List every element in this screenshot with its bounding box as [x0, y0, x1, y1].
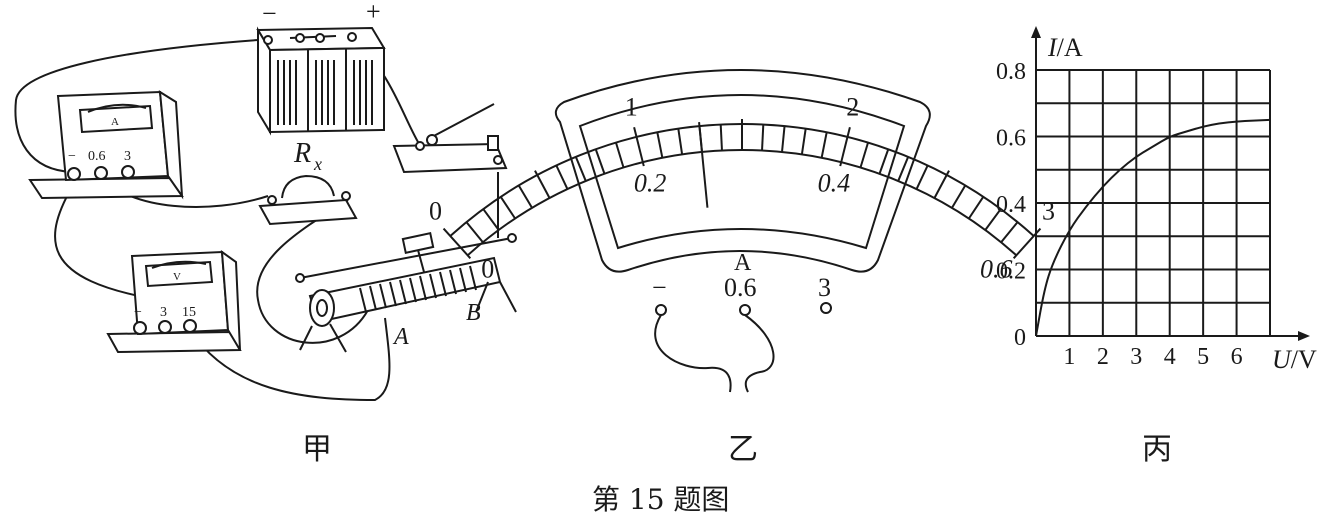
dial-tick	[839, 127, 851, 167]
dial-tick	[656, 132, 664, 159]
dial-tick	[555, 165, 569, 190]
ammeter-terminal-3: 3	[124, 149, 131, 164]
x-tick-label: 5	[1197, 344, 1209, 370]
meter-terminal-3: 3	[818, 273, 831, 302]
x-tick-label: 6	[1231, 344, 1243, 370]
dial-tick	[615, 142, 625, 168]
battery-pack: − +	[256, 0, 386, 136]
y-tick-label: 0.6	[996, 126, 1026, 152]
x-tick-label: 3	[1130, 344, 1142, 370]
switch	[392, 103, 508, 174]
ammeter-face-label: A	[111, 116, 119, 128]
y-tick-label: 0.4	[996, 192, 1026, 218]
rheostat-terminal-b: B	[466, 300, 481, 326]
dial-arc-inner	[466, 149, 1018, 257]
panel-yi: 0 1 2 3 0 0.2 0.4 0.6 A − 0.6 3	[429, 69, 1055, 393]
panel-yi-label: 乙	[728, 432, 758, 467]
ammeter: A − 0.6 3	[28, 90, 184, 200]
dial-bottom-label: 0.4	[818, 168, 851, 197]
dial-labels: 0 1 2 3 0 0.2 0.4 0.6	[429, 93, 1055, 284]
meter-needle	[698, 122, 709, 208]
dial-top-label: 3	[1042, 197, 1055, 226]
dial-top-label: 2	[846, 93, 859, 122]
dial-tick	[465, 221, 484, 243]
dial-tick	[933, 170, 950, 199]
chart-x-axis-label: U/V	[1272, 345, 1317, 374]
dial-tick	[574, 156, 587, 182]
voltmeter-terminal-3: 3	[160, 305, 167, 320]
chart-grid	[1036, 69, 1271, 336]
panel-jia: − + A − 0.6 3 R x	[14, 0, 517, 402]
voltmeter: V − 3 15	[106, 249, 242, 354]
x-tick-label: 1	[1063, 344, 1075, 370]
dial-tick	[800, 128, 807, 155]
dial-tick	[878, 148, 890, 175]
dial-bottom-label: 0.6	[980, 255, 1013, 284]
x-axis-arrow	[1298, 331, 1310, 341]
dial-tick	[761, 124, 765, 151]
dial-tick	[719, 124, 723, 151]
y-axis-arrow	[1031, 26, 1041, 38]
dial-tick	[859, 142, 869, 168]
dial-tick	[897, 156, 910, 182]
dial-top-label: 1	[625, 93, 638, 122]
dial-tick	[1000, 221, 1019, 243]
dial-tick	[442, 227, 472, 259]
dial-tick	[482, 208, 500, 231]
y-tick-label: 0.8	[996, 59, 1026, 85]
dial-tick	[594, 148, 606, 175]
dial-tick	[968, 196, 985, 220]
figure-caption: 第 15 题图	[592, 483, 730, 516]
dial-tick	[677, 128, 684, 155]
y-tick-label: 0	[1014, 325, 1026, 351]
ammeter-terminal-neg: −	[68, 149, 76, 164]
dial-tick	[820, 132, 828, 159]
dial-ticks	[442, 119, 1042, 259]
dial-top-label: 0	[429, 197, 442, 226]
dial-tick	[534, 170, 551, 199]
meter-terminal-0-6: 0.6	[724, 273, 757, 302]
dial-tick	[499, 196, 516, 220]
dial-bottom-label: 0	[481, 255, 494, 284]
x-tick-label: 2	[1097, 344, 1109, 370]
meter-terminals: − 0.6 3	[652, 273, 832, 393]
panel-jia-label: 甲	[302, 432, 332, 467]
dial-tick	[517, 184, 533, 209]
meter-terminal-neg: −	[652, 273, 667, 302]
panel-bing-label: 丙	[1142, 432, 1172, 467]
resistor-rx: R x	[258, 138, 358, 226]
rheostat-terminal-a: A	[392, 324, 409, 350]
voltmeter-terminal-neg: −	[134, 305, 142, 320]
dial-tick	[781, 125, 786, 153]
meter-outer-case	[554, 69, 931, 273]
rheostat: A B	[295, 232, 517, 353]
voltmeter-face-label: V	[173, 271, 181, 283]
resistor-name: R	[293, 138, 311, 169]
dial-bottom-label: 0.2	[634, 168, 667, 197]
dial-tick	[633, 127, 645, 167]
dial-tick	[915, 165, 929, 190]
y-tick-label: 0.2	[996, 259, 1026, 285]
battery-negative-label: −	[262, 0, 277, 28]
x-tick-label: 4	[1164, 344, 1176, 370]
voltmeter-terminal-15: 15	[182, 305, 196, 320]
chart-series-curve	[1035, 118, 1271, 337]
resistor-subscript: x	[313, 154, 322, 174]
battery-positive-label: +	[366, 0, 381, 26]
chart-y-axis-label: I/A	[1047, 33, 1083, 62]
dial-tick	[984, 208, 1002, 231]
ammeter-terminal-0-6: 0.6	[88, 149, 106, 164]
chart-axes	[1031, 26, 1310, 341]
meter-inner-face	[578, 94, 906, 250]
dial-tick	[951, 184, 967, 209]
meter-unit-label: A	[734, 250, 752, 276]
